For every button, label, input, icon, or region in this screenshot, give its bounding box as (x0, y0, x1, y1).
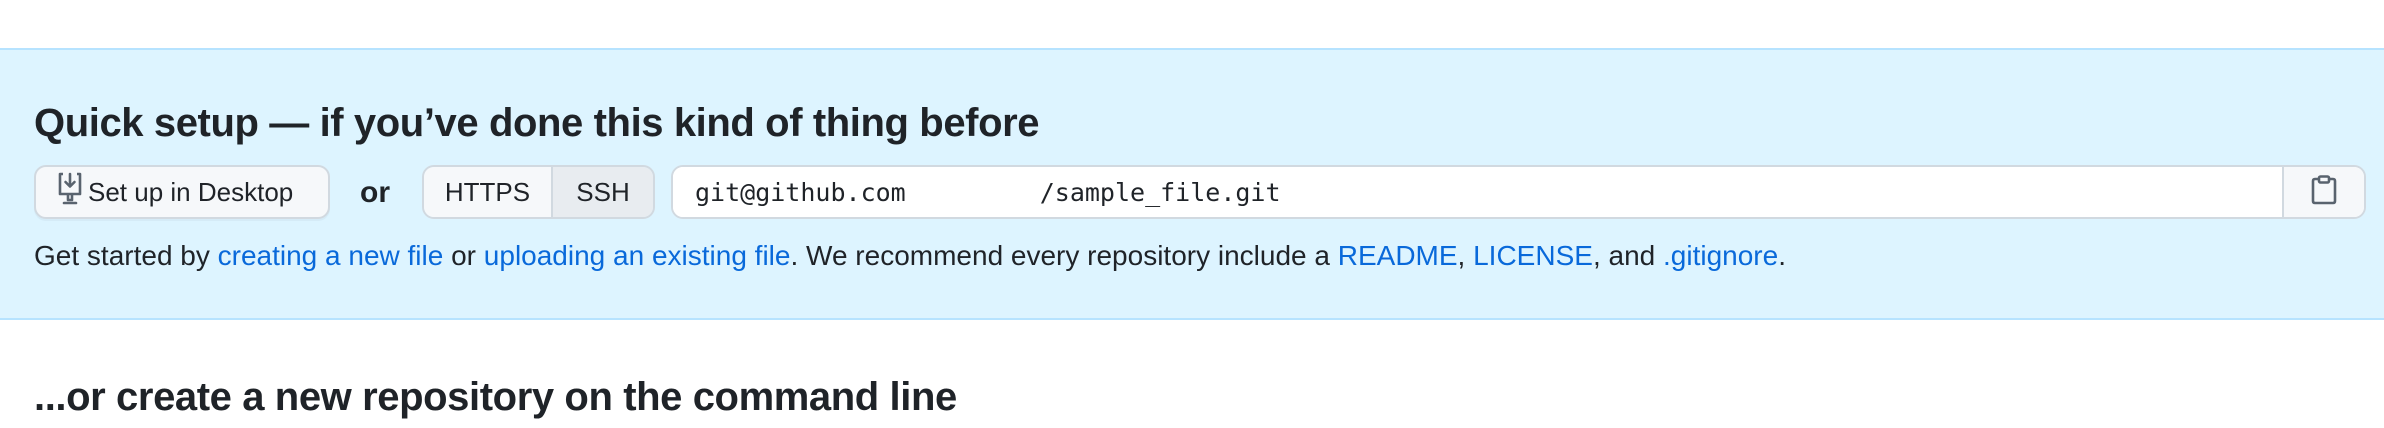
clone-url-field: git@github.com/sample_file.git (671, 165, 2366, 219)
protocol-toggle: HTTPS SSH (422, 165, 655, 219)
setup-in-desktop-label: Set up in Desktop (88, 176, 294, 207)
help-text-part: . (1778, 240, 1786, 271)
gitignore-link[interactable]: .gitignore (1663, 240, 1779, 271)
create-new-file-link[interactable]: creating a new file (217, 240, 444, 271)
clone-controls: Set up in Desktop or HTTPS SSH git@githu… (34, 165, 2366, 219)
https-tab[interactable]: HTTPS (424, 167, 553, 217)
quick-setup-title: Quick setup — if you’ve done this kind o… (34, 101, 1040, 145)
command-line-section-title: ...or create a new repository on the com… (34, 375, 957, 419)
getting-started-text: Get started by creating a new file or up… (34, 236, 1786, 276)
ssh-tab[interactable]: SSH (553, 167, 653, 217)
license-link[interactable]: LICENSE (1473, 240, 1593, 271)
help-text-part: Get started by (34, 240, 218, 271)
or-label: or (360, 176, 390, 209)
copy-url-button[interactable] (2282, 167, 2364, 217)
clone-url-input[interactable]: git@github.com/sample_file.git (673, 167, 2284, 217)
clone-url-prefix: git@github.com (695, 177, 906, 207)
readme-link[interactable]: README (1337, 240, 1458, 271)
help-text-part: , (1457, 240, 1474, 271)
clipboard-icon (2311, 174, 2337, 210)
help-text-part: or (443, 240, 484, 271)
help-text-part: , and (1592, 240, 1663, 271)
help-text-part: . We recommend every repository include … (790, 240, 1338, 271)
upload-existing-file-link[interactable]: uploading an existing file (483, 240, 791, 271)
clone-url-suffix: /sample_file.git (1039, 177, 1281, 207)
desktop-download-icon (58, 172, 88, 213)
setup-in-desktop-button[interactable]: Set up in Desktop (34, 165, 330, 219)
